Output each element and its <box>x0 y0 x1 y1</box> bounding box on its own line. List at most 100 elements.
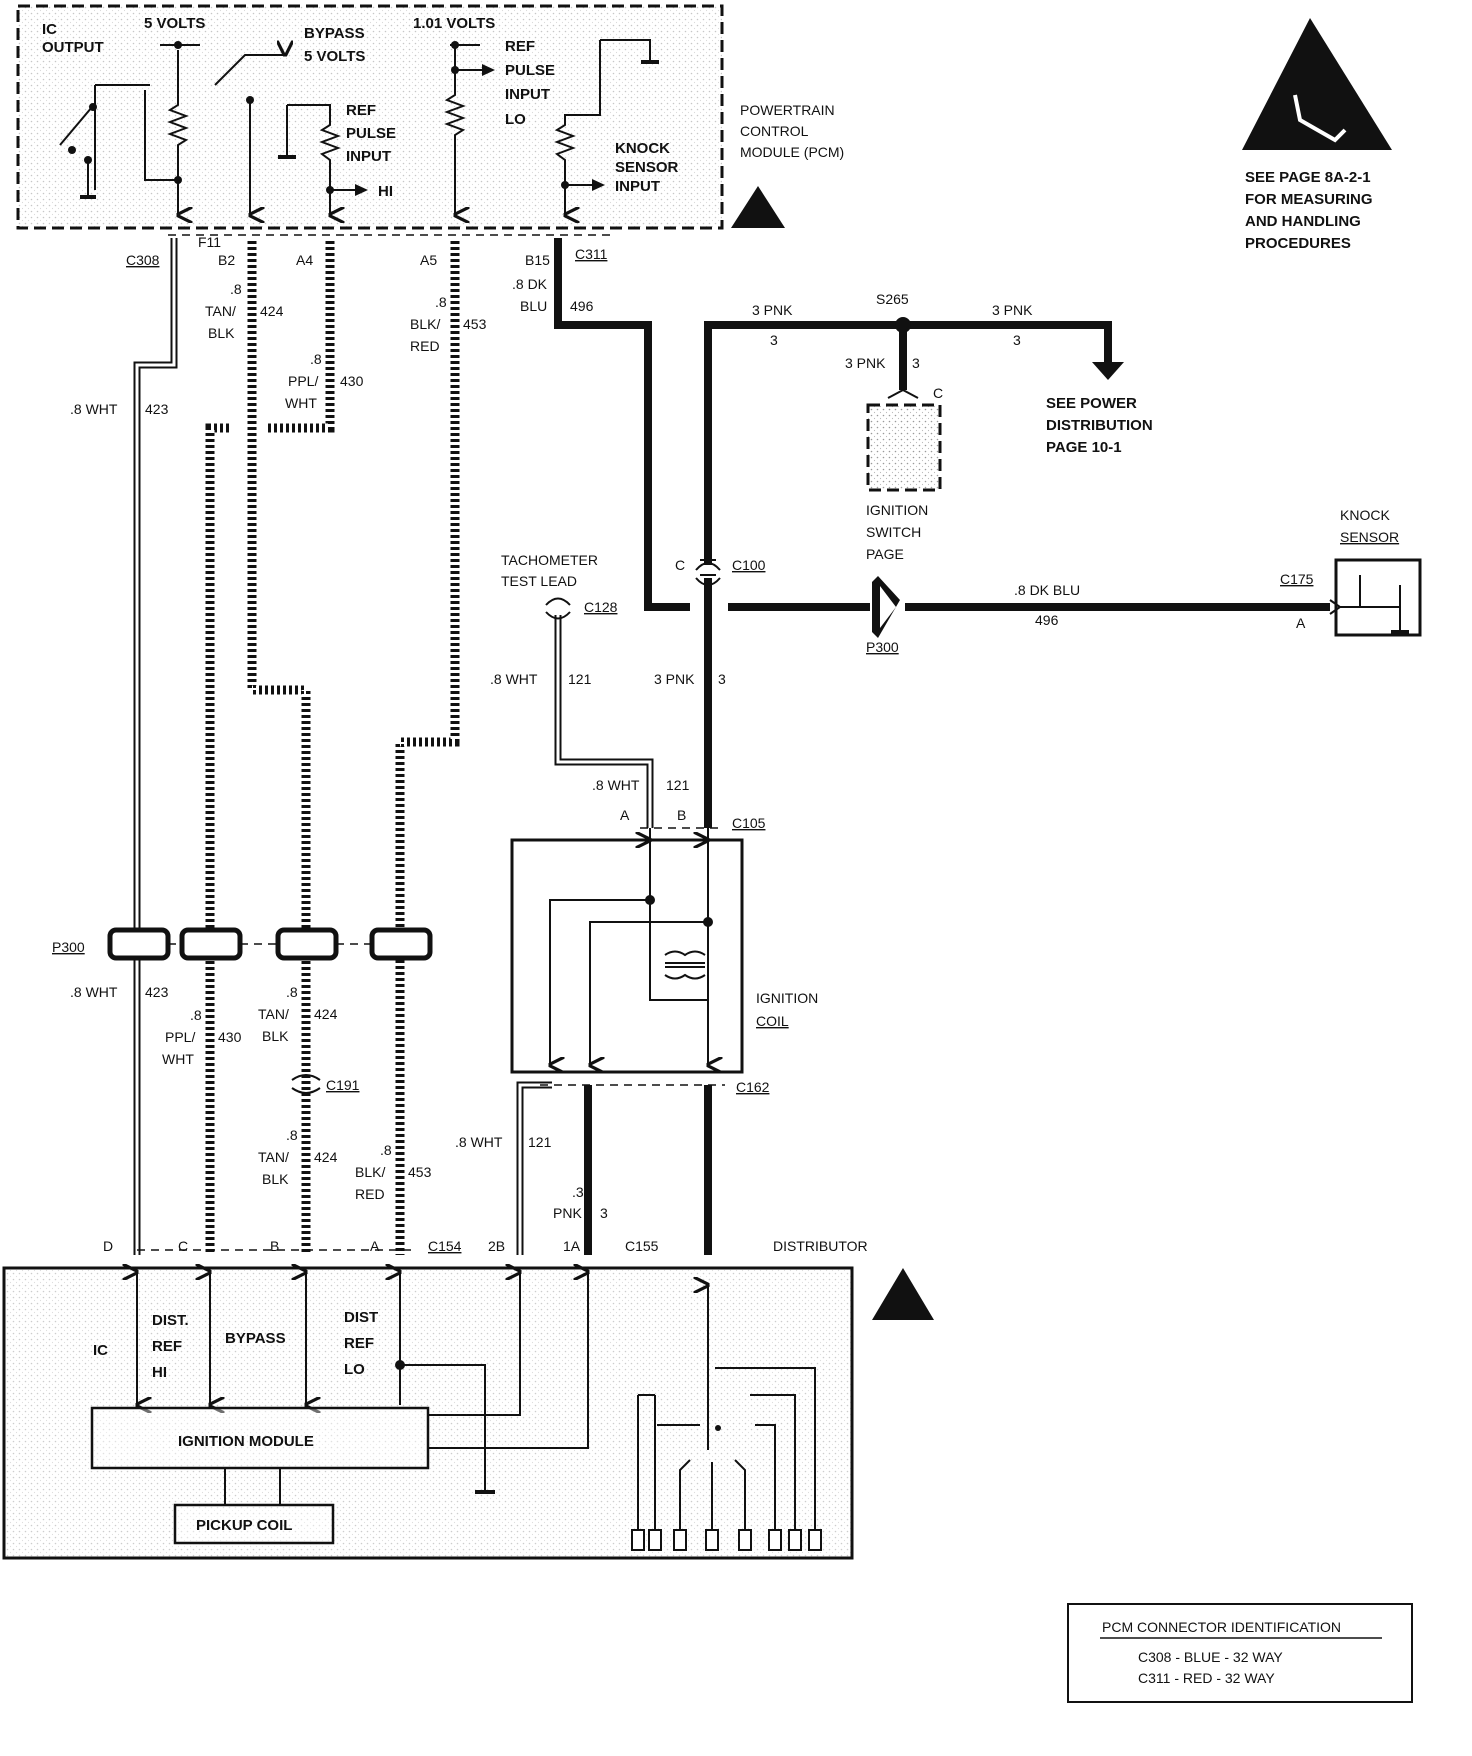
c308-label: C308 <box>126 252 160 268</box>
c175-pin-a: A <box>1296 615 1306 631</box>
tach-label-1: TACHOMETER <box>501 552 598 568</box>
w424c-num: 424 <box>314 1149 338 1165</box>
pnk-mid-label: 3 PNK <box>654 671 695 687</box>
w121-label: .8 WHT <box>490 671 538 687</box>
w121-num: 121 <box>568 671 592 687</box>
w423b-label: .8 WHT <box>70 984 118 1000</box>
see-power-2: DISTRIBUTION <box>1046 417 1153 434</box>
w430b-label-1: .8 <box>190 1007 202 1023</box>
p300-bottom-label: P300 <box>52 939 85 955</box>
esd-small-icon-pcm <box>731 186 785 228</box>
esd-note-4: PROCEDURES <box>1245 235 1351 252</box>
hi-label: HI <box>378 183 393 200</box>
knock-sensor-label-2: SENSOR <box>1340 529 1399 545</box>
pnk3b-num: 3 <box>600 1205 608 1221</box>
pnk-left-label: 3 PNK <box>752 302 793 318</box>
esd-note-3: AND HANDLING <box>1245 213 1361 230</box>
w453b-label-3: RED <box>355 1186 385 1202</box>
ic-output-label-1: IC <box>42 21 57 38</box>
knock-input-label-2: SENSOR <box>615 159 679 176</box>
dist-pin-a: A <box>370 1238 380 1254</box>
c175-label: C175 <box>1280 571 1314 587</box>
ign-coil-label-1: IGNITION <box>756 990 818 1006</box>
ign-switch-label-2: SWITCH <box>866 524 921 540</box>
see-power-3: PAGE 10-1 <box>1046 439 1122 456</box>
tach-label-2: TEST LEAD <box>501 573 577 589</box>
ign-coil-label-2: COIL <box>756 1013 789 1029</box>
w496-label-1: .8 DK <box>512 276 548 292</box>
ref-hi-label-2: PULSE <box>346 125 396 142</box>
pcm-title-2: CONTROL <box>740 123 809 139</box>
pin-a4: A4 <box>296 252 313 268</box>
w121b-label: .8 WHT <box>592 777 640 793</box>
c100-connector <box>700 559 716 576</box>
pickup-coil-label: PICKUP COIL <box>196 1517 292 1534</box>
dist-pin-c: C <box>178 1238 188 1254</box>
dist-ref-lo-3: LO <box>344 1361 365 1378</box>
w423-label: .8 WHT <box>70 401 118 417</box>
ref-lo-label-1: REF <box>505 38 535 55</box>
pin-a5: A5 <box>420 252 437 268</box>
c105-label: C105 <box>732 815 766 831</box>
dkblu-label: .8 DK BLU <box>1014 582 1080 598</box>
esd-small-icon-distributor <box>872 1268 934 1320</box>
dist-ref-hi-3: HI <box>152 1364 167 1381</box>
w453-label-3: RED <box>410 338 440 354</box>
dist-ref-lo-1: DIST <box>344 1309 378 1326</box>
ign-switch-label-1: IGNITION <box>866 502 928 518</box>
w424b-label-3: BLK <box>262 1028 289 1044</box>
pcm-id-title: PCM CONNECTOR IDENTIFICATION <box>1102 1619 1341 1635</box>
w121b-num: 121 <box>666 777 690 793</box>
esd-note-2: FOR MEASURING <box>1245 191 1373 208</box>
w424b-label-2: TAN/ <box>258 1006 289 1022</box>
c105-pin-b: B <box>677 807 686 823</box>
distributor-box <box>2 1268 854 1560</box>
w496-num: 496 <box>570 298 594 314</box>
w424-num: 424 <box>260 303 284 319</box>
w430-label-2: PPL/ <box>288 373 318 389</box>
dist-pin-1a: 1A <box>563 1238 581 1254</box>
knock-input-label-3: INPUT <box>615 178 660 195</box>
c100-pin-c: C <box>675 557 685 573</box>
pin-b15: B15 <box>525 252 550 268</box>
knock-sensor-label-1: KNOCK <box>1340 507 1390 523</box>
ref-lo-label-3: INPUT <box>505 86 550 103</box>
w423b-num: 423 <box>145 984 169 1000</box>
pcm-id-row1: C308 - BLUE - 32 WAY <box>1138 1649 1283 1665</box>
dist-bypass-label: BYPASS <box>225 1330 286 1347</box>
p300-connector-top <box>872 576 900 638</box>
pnk-right-label: 3 PNK <box>992 302 1033 318</box>
pnk-down-num: 3 <box>912 355 920 371</box>
w424-label-1: .8 <box>230 281 242 297</box>
w430b-num: 430 <box>218 1029 242 1045</box>
w453-label-1: .8 <box>435 294 447 310</box>
dist-pin-b: B <box>270 1238 279 1254</box>
w430b-label-3: WHT <box>162 1051 194 1067</box>
pcm-module <box>16 4 724 228</box>
dist-pin-2b: 2B <box>488 1238 505 1254</box>
ref-lo-label-4: LO <box>505 111 526 128</box>
ref-lo-label-2: PULSE <box>505 62 555 79</box>
w424b-label-1: .8 <box>286 984 298 1000</box>
pcm-title-1: POWERTRAIN <box>740 102 835 118</box>
esd-note-1: SEE PAGE 8A-2-1 <box>1245 169 1371 186</box>
w424c-label-1: .8 <box>286 1127 298 1143</box>
w453-label-2: BLK/ <box>410 316 440 332</box>
esd-warning-icon <box>1242 18 1392 150</box>
pnk-right-num: 3 <box>1013 332 1021 348</box>
dist-ref-hi-1: DIST. <box>152 1312 189 1329</box>
bypass-label-2: 5 VOLTS <box>304 48 365 65</box>
p300-top-label: P300 <box>866 639 899 655</box>
ref-hi-label-3: INPUT <box>346 148 391 165</box>
c100-label: C100 <box>732 557 766 573</box>
c155-label: C155 <box>625 1238 659 1254</box>
p300-connector-bottom <box>107 927 433 961</box>
w424-label-3: BLK <box>208 325 235 341</box>
see-power-1: SEE POWER <box>1046 395 1137 412</box>
pnk-down-label: 3 PNK <box>845 355 886 371</box>
ic-output-label-2: OUTPUT <box>42 39 104 56</box>
w424-label-2: TAN/ <box>205 303 236 319</box>
c105-pin-a: A <box>620 807 630 823</box>
w453b-num: 453 <box>408 1164 432 1180</box>
